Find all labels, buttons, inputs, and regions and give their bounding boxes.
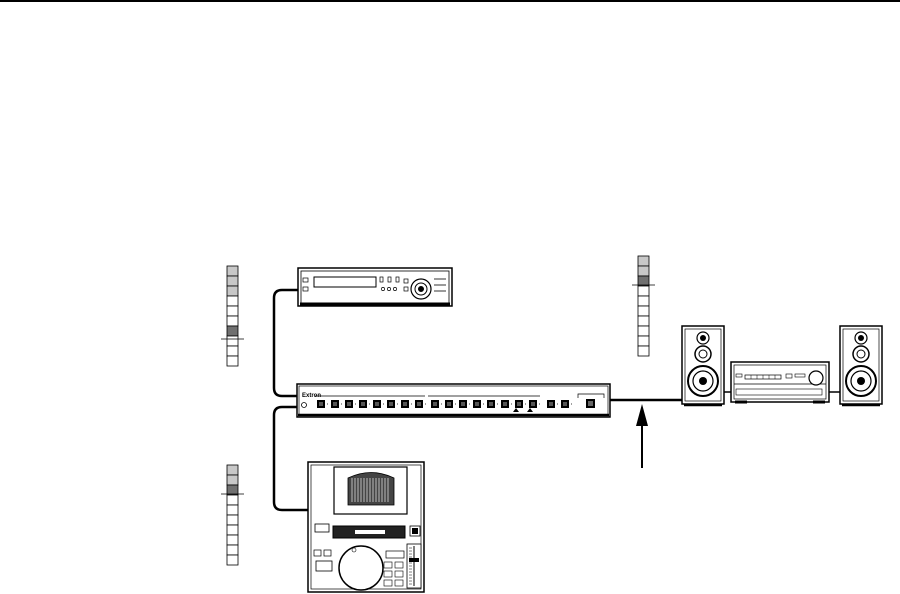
meter-segment (227, 485, 238, 495)
speaker-icon (682, 326, 724, 404)
meter-segment (227, 316, 238, 326)
amplifier-icon (731, 362, 829, 402)
speaker-icon (840, 326, 882, 404)
meter-segment (638, 266, 649, 276)
meter-segment (227, 535, 238, 545)
meter-segment (227, 306, 238, 316)
meter-segment (227, 346, 238, 356)
meter-segment (638, 306, 649, 316)
meter-segment (638, 336, 649, 346)
meter-segment (227, 356, 238, 366)
meter-segment (227, 276, 238, 286)
meter-segment (638, 286, 649, 296)
meter-segment (638, 256, 649, 266)
meter-segment (227, 525, 238, 535)
meter-segment (227, 515, 238, 525)
meter-segment (227, 475, 238, 485)
meter-segment (227, 555, 238, 565)
meter-segment (227, 286, 238, 296)
meter-segment (227, 326, 238, 336)
amp-level-meter (632, 256, 655, 356)
audio-switcher-icon: Extron (297, 384, 610, 417)
meter-segment (638, 276, 649, 286)
meter-segment (227, 296, 238, 306)
meter-segment (227, 336, 238, 346)
vcr-icon (298, 268, 452, 306)
meter-segment (227, 545, 238, 555)
meter-segment (638, 316, 649, 326)
cd-level-meter (221, 465, 244, 565)
cd-player-icon (308, 462, 424, 592)
meter-segment (227, 266, 238, 276)
meter-segment (227, 505, 238, 515)
cd-cable (274, 407, 308, 510)
meter-segment (227, 495, 238, 505)
meter-segment (638, 326, 649, 336)
vcr-level-meter (221, 266, 244, 366)
meter-segment (638, 346, 649, 356)
output-arrow (636, 404, 648, 468)
meter-segment (638, 296, 649, 306)
meter-segment (227, 465, 238, 475)
